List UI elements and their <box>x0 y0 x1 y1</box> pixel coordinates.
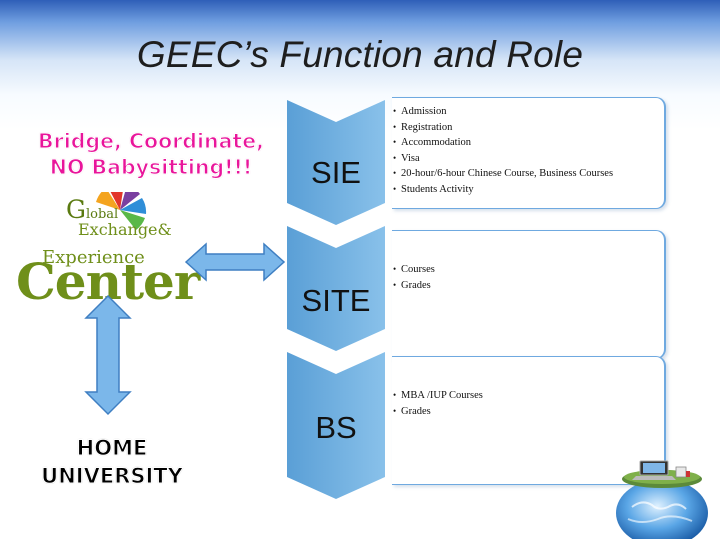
home-label-line-2: UNIVERSITY <box>41 464 184 489</box>
geec-logo: Global Exchange& Experience Center <box>12 192 200 311</box>
site-box: Courses Grades <box>392 230 666 359</box>
tagline-line-2: NO Babysitting!!! <box>49 154 253 179</box>
unit-label-site: SITE <box>301 283 371 318</box>
list-item: Grades <box>392 278 664 294</box>
bs-list: MBA /IUP Courses Grades <box>392 388 664 419</box>
site-list: Courses Grades <box>392 262 664 293</box>
logo-line-experience: Experience <box>42 247 145 268</box>
tagline: Bridge, Coordinate, NO Babysitting!!! <box>22 128 280 180</box>
list-item: Admission <box>392 104 664 120</box>
slide-title: GEEC’s Function and Role <box>136 34 584 75</box>
double-arrow-vertical-icon <box>84 294 132 416</box>
list-item: Visa <box>392 151 664 167</box>
list-item: Registration <box>392 120 664 136</box>
chevron-bs <box>287 352 385 499</box>
list-item: Courses <box>392 262 664 278</box>
double-arrow-horizontal-icon <box>184 242 286 282</box>
unit-label-bs: BS <box>315 410 357 445</box>
home-university-label: HOME UNIVERSITY <box>22 434 202 490</box>
globe-laptop-icon <box>616 460 708 539</box>
unit-label-sie: SIE <box>311 155 361 190</box>
sie-box: Admission Registration Accommodation Vis… <box>392 97 666 209</box>
tagline-line-1: Bridge, Coordinate, <box>37 128 264 153</box>
home-label-line-1: HOME <box>76 436 148 461</box>
logo-pinwheel-icon <box>96 192 147 230</box>
logo-line-global: Global <box>66 195 119 224</box>
sie-list: Admission Registration Accommodation Vis… <box>392 104 664 197</box>
bs-box: MBA /IUP Courses Grades <box>392 356 666 485</box>
list-item: MBA /IUP Courses <box>392 388 664 404</box>
logo-line-exchange: Exchange& <box>78 220 172 239</box>
list-item: Students Activity <box>392 182 664 198</box>
list-item: Accommodation <box>392 135 664 151</box>
list-item: Grades <box>392 404 664 420</box>
list-item: 20-hour/6-hour Chinese Course, Business … <box>392 166 664 182</box>
